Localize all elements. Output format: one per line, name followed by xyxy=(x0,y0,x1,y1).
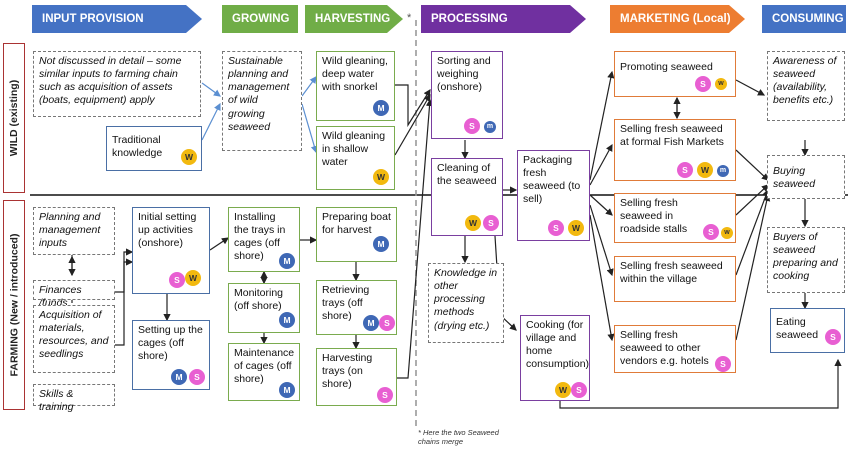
packaging-box: Packaging fresh seaweed (to sell) S W xyxy=(517,150,590,241)
badge-women: W xyxy=(465,215,481,231)
badge-men: m xyxy=(484,121,496,133)
badge-men: m xyxy=(717,165,729,177)
badge-women: W xyxy=(555,382,571,398)
skills-training-box: Skills & training xyxy=(33,384,115,413)
badge-men: M xyxy=(373,100,389,116)
finances-box: Finances /funds xyxy=(33,280,115,309)
initial-setup-box: Initial setting up activities (onshore) … xyxy=(132,207,210,294)
badge-women: W xyxy=(697,162,713,178)
planning-inputs-box: Planning and management inputs xyxy=(33,207,115,255)
badge-men: M xyxy=(279,312,295,328)
monitoring-box: Monitoring (off shore) M xyxy=(228,283,300,333)
buying-box: Buying seaweed xyxy=(767,155,845,199)
badge-seller: S xyxy=(379,315,395,331)
badge-men: M xyxy=(373,236,389,252)
awareness-box: Awareness of seaweed (availability, bene… xyxy=(767,51,845,121)
badge-women: W xyxy=(181,149,197,165)
sorting-weighing-box: Sorting and weighing (onshore) S m xyxy=(431,51,503,139)
installing-trays-box: Installing the trays in cages (off shore… xyxy=(228,207,300,272)
maintenance-box: Maintenance of cages (off shore) M xyxy=(228,343,300,401)
badge-seller: S xyxy=(677,162,693,178)
row-label-farming: FARMING (New / introduced) xyxy=(3,200,25,410)
badge-women: W xyxy=(568,220,584,236)
badge-men: M xyxy=(279,382,295,398)
badge-women: W xyxy=(373,169,389,185)
badge-men: M xyxy=(363,315,379,331)
wild-gleaning-shallow-box: Wild gleaning in shallow water W xyxy=(316,126,395,190)
badge-men: M xyxy=(279,253,295,269)
retrieving-trays-box: Retrieving trays (off shore) M S xyxy=(316,280,397,335)
stage-marketing: MARKETING (Local) xyxy=(610,5,745,33)
eating-box: Eating seaweed S xyxy=(770,308,845,353)
badge-seller: S xyxy=(571,382,587,398)
badge-seller: S xyxy=(703,224,719,240)
cooking-box: Cooking (for village and home consumptio… xyxy=(520,315,590,401)
badge-women: w xyxy=(715,78,727,90)
promoting-box: Promoting seaweed S w xyxy=(614,51,736,97)
badge-seller: S xyxy=(548,220,564,236)
formal-markets-box: Selling fresh seaweed at formal Fish Mar… xyxy=(614,119,736,181)
badge-seller: S xyxy=(825,329,841,345)
preparing-boat-box: Preparing boat for harvest M xyxy=(316,207,397,262)
roadside-box: Selling fresh seaweed in roadside stalls… xyxy=(614,193,736,243)
stage-growing: GROWING xyxy=(222,5,298,33)
stage-harvesting: HARVESTING xyxy=(305,5,403,33)
badge-seller: S xyxy=(377,387,393,403)
traditional-knowledge-box: Traditional knowledge W xyxy=(106,126,202,171)
vendors-box: Selling fresh seaweed to other vendors e… xyxy=(614,325,736,373)
merge-note: * Here the two Seaweed chains merge xyxy=(418,428,499,446)
badge-men: M xyxy=(171,369,187,385)
row-label-wild: WILD (existing) xyxy=(3,43,25,193)
badge-seller: S xyxy=(169,272,185,288)
badge-seller: S xyxy=(464,118,480,134)
badge-women: w xyxy=(721,227,733,239)
harvesting-trays-box: Harvesting trays (on shore) S xyxy=(316,348,397,406)
stage-input-provision: INPUT PROVISION xyxy=(32,5,202,33)
buyers-preparing-box: Buyers of seaweed preparing and cooking xyxy=(767,227,845,293)
badge-seller: S xyxy=(483,215,499,231)
setup-cages-box: Setting up the cages (off shore) M S xyxy=(132,320,210,390)
wild-inputs-note: Not discussed in detail – some similar i… xyxy=(33,51,201,117)
badge-seller: S xyxy=(189,369,205,385)
badge-seller: S xyxy=(695,76,711,92)
wild-gleaning-deep-box: Wild gleaning, deep water with snorkel M xyxy=(316,51,395,121)
cleaning-box: Cleaning of the seaweed W S xyxy=(431,158,503,236)
stage-processing: PROCESSING xyxy=(421,5,586,33)
village-box: Selling fresh seaweed within the village xyxy=(614,256,736,302)
badge-women: W xyxy=(185,270,201,286)
divider-marker: * xyxy=(407,12,412,24)
stage-consuming: CONSUMING xyxy=(762,5,846,33)
sustainable-planning-box: Sustainable planning and management of w… xyxy=(222,51,302,151)
acquisition-box: Acquisition of materials, resources, and… xyxy=(33,305,115,373)
knowledge-processing-box: Knowledge in other processing methods (d… xyxy=(428,263,504,343)
badge-seller: S xyxy=(715,356,731,372)
